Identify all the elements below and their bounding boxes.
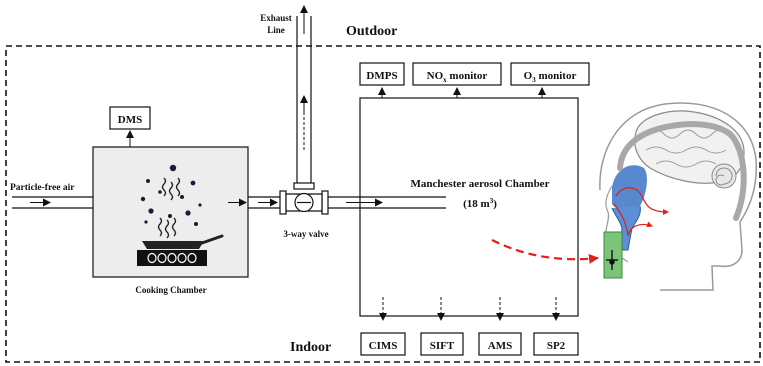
exhaust-line [296,5,312,186]
manchester-chamber-label: Manchester aerosol Chamber [411,178,550,190]
indoor-boundary [5,45,761,363]
cooking-chamber-label: Cooking Chamber [135,285,206,295]
sp2-box [533,332,579,356]
bottom-instrument-arrows [379,297,560,321]
cims-box [360,332,406,356]
dmps-label: DMPS [366,70,397,82]
smoke-icon [157,177,181,239]
chamber-volume-label: (18 m3) [463,197,497,210]
sampling-inlet [603,231,623,279]
ams-label: AMS [488,340,512,352]
transfer-pipe [228,196,446,209]
frying-pan-icon [142,234,224,249]
exposure-arrow [491,239,599,264]
human-head-airway-icon [599,102,757,291]
hot-plate-icon [137,250,207,266]
dms-label: DMS [118,114,142,126]
dms-box [109,106,151,130]
dmps-box [359,62,405,86]
outdoor-label: Outdoor [346,24,397,39]
sampling-inlet-probe-icon [606,250,618,270]
cims-label: CIMS [369,340,398,352]
sp2-label: SP2 [547,340,566,352]
inlet-pipe [12,196,93,209]
particle-free-air-label: Particle-free air [10,183,75,193]
nox-monitor-label: NOx monitor [427,70,488,84]
o3-monitor-box [510,62,590,86]
sift-box [420,332,464,356]
exhaust-line-label-2: Line [267,25,285,35]
manchester-aerosol-chamber [359,97,579,317]
cooking-fumes-icon [140,164,202,226]
ams-box [478,332,522,356]
sift-label: SIFT [430,340,455,352]
three-way-valve-icon [279,182,329,215]
nox-monitor-box [412,62,502,86]
o3-monitor-label: O3 monitor [524,70,577,84]
three-way-valve-label: 3-way valve [283,229,328,239]
indoor-label: Indoor [290,340,331,355]
exhaust-line-label-1: Exhaust [260,13,292,23]
